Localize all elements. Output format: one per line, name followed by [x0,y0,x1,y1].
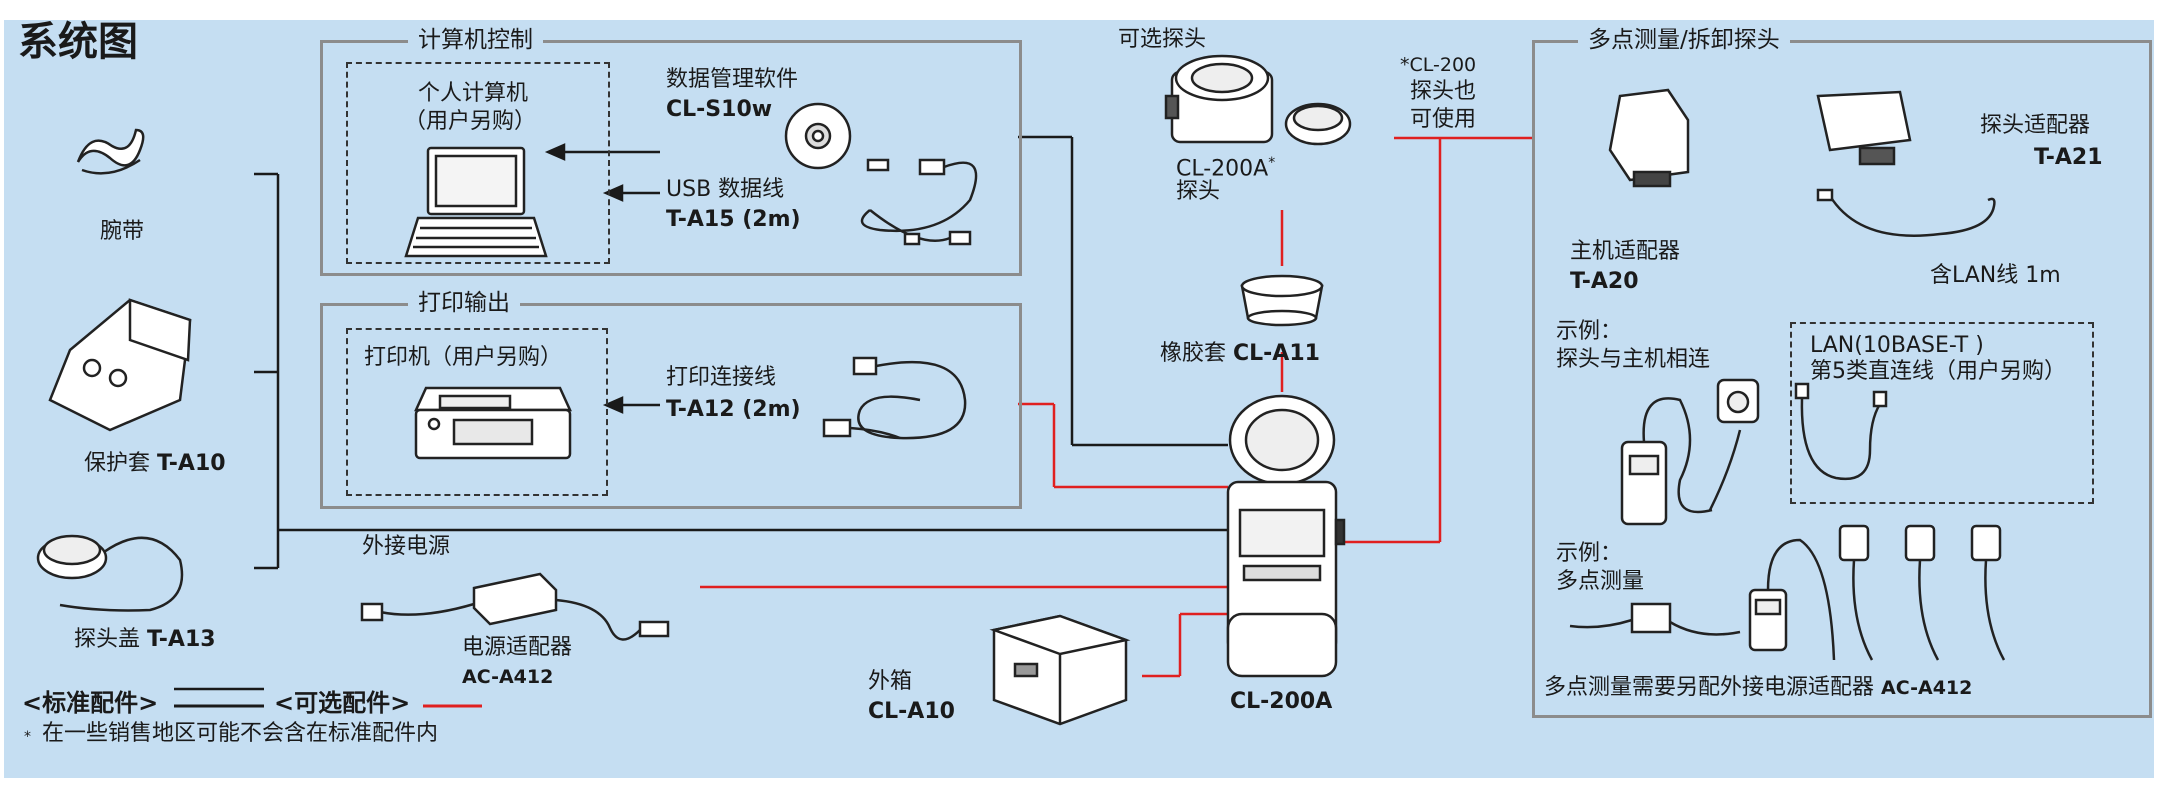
lan-cable-label2: 第5类直连线（用户另购） [1810,359,2066,384]
optional-probe-title: 可选探头 [1118,27,1207,52]
footnote: 在一些销售地区可能不会含在标准配件内 [42,721,439,746]
pc-label: 个人计算机 [418,81,529,106]
lan-cable-label: LAN(10BASE-T ) [1810,333,1984,358]
case-illustration [48,298,192,432]
usb-cable-model: T-A15 (2m) [666,207,801,232]
carrying-box-illustration [989,614,1131,726]
rubber-hood-illustration [1240,274,1324,327]
probe-label: CL-200A* [1176,150,1275,182]
carrying-box-label: 外箱 [868,669,913,694]
carrying-box-model: CL-A10 [868,699,955,724]
main-adapter-model: T-A20 [1570,269,1639,294]
case-model: T-A10 [157,451,226,476]
print-cable-illustration [822,356,967,440]
main-adapter-illustration [1608,88,1690,188]
computer-control-frame [320,40,1022,276]
probe-cap-label: 探头盖 T-A13 [74,626,216,653]
main-unit-illustration [1226,394,1346,678]
example-multipoint-illustration [1569,524,2006,661]
computer-control-label: 计算机控制 [408,27,543,54]
example2-desc: 多点测量 [1556,569,1645,594]
main-unit-label: CL-200A [1230,689,1333,714]
cl200-note-line2: 探头也 [1410,79,1477,104]
print-cable-label: 打印连接线 [666,365,777,390]
wrist-strap-illustration [76,128,145,175]
arrows [544,143,660,414]
print-output-frame [320,303,1022,509]
main-adapter-label: 主机适配器 [1570,239,1681,264]
example1-label: 示例： [1556,319,1623,344]
optional-connection-lines [423,136,1532,708]
footnote-star: * [24,729,31,745]
probe-head-illustration [1164,54,1274,144]
ac-adapter-model: AC-A412 [462,666,554,688]
wrist-strap-label: 腕带 [100,219,145,244]
example-connected-illustration [1620,378,1760,526]
legend-standard: <标准配件> [22,689,159,717]
rubber-hood-model: CL-A11 [1233,341,1320,366]
usb-cable-illustration [860,158,978,246]
software-label: 数据管理软件 [666,67,799,92]
probe-adapter-model: T-A21 [2034,145,2103,170]
example2-label: 示例： [1556,541,1623,566]
case-name: 保护套 [84,451,151,476]
probe-star: * [1268,155,1276,171]
example1-desc: 探头与主机相连 [1556,347,1711,372]
cl200-note-line3: 可使用 [1410,107,1477,132]
cd-illustration [784,102,852,170]
pc-dashed-box [346,62,610,264]
case-label: 保护套 T-A10 [84,450,226,477]
probe-name: CL-200A [1176,156,1269,182]
probe-cap-small-illustration [1284,102,1352,146]
probe-adapter-illustration [1816,90,1996,237]
printer-illustration [414,386,572,460]
probe-adapter-label: 探头适配器 [1980,113,2091,138]
laptop-illustration [404,146,548,258]
external-power-label: 外接电源 [362,534,451,559]
ac-adapter-illustration [360,572,670,641]
usb-cable-label: USB 数据线 [666,177,785,202]
lan-dashed-box [1790,322,2094,504]
rubber-hood-name: 橡胶套 [1160,341,1227,366]
cl200-note: *CL-200 [1400,54,1477,76]
multipoint-frame [1532,40,2152,718]
rubber-hood-label: 橡胶套 CL-A11 [1160,340,1320,367]
legend-optional: <可选配件> [274,689,411,717]
printer-label: 打印机（用户另购） [364,345,563,370]
software-model: CL-S10w [666,97,773,122]
print-cable-model: T-A12 (2m) [666,397,801,422]
pc-sub-label: （用户另购） [404,109,537,134]
probe-cap-model: T-A13 [147,627,216,652]
printer-dashed-box [346,328,608,496]
multipoint-note: 多点测量需要另配外接电源适配器 AC-A412 [1544,674,1972,702]
multipoint-note-model: AC-A412 [1881,677,1973,699]
standard-connection-lines [174,135,1228,691]
diagram-title: 系统图 [18,19,138,65]
probe-cap-illustration [36,534,184,612]
probe-cap-name: 探头盖 [74,627,141,652]
lan-included-label: 含LAN线 1m [1930,263,2061,288]
ac-adapter-label: 电源适配器 [462,635,573,660]
multipoint-note-text: 多点测量需要另配外接电源适配器 [1544,675,1875,700]
multipoint-title: 多点测量/拆卸探头 [1578,27,1790,54]
probe-word: 探头 [1176,179,1221,204]
print-output-label: 打印输出 [408,290,520,317]
lan-cable-illustration [1794,382,1888,481]
